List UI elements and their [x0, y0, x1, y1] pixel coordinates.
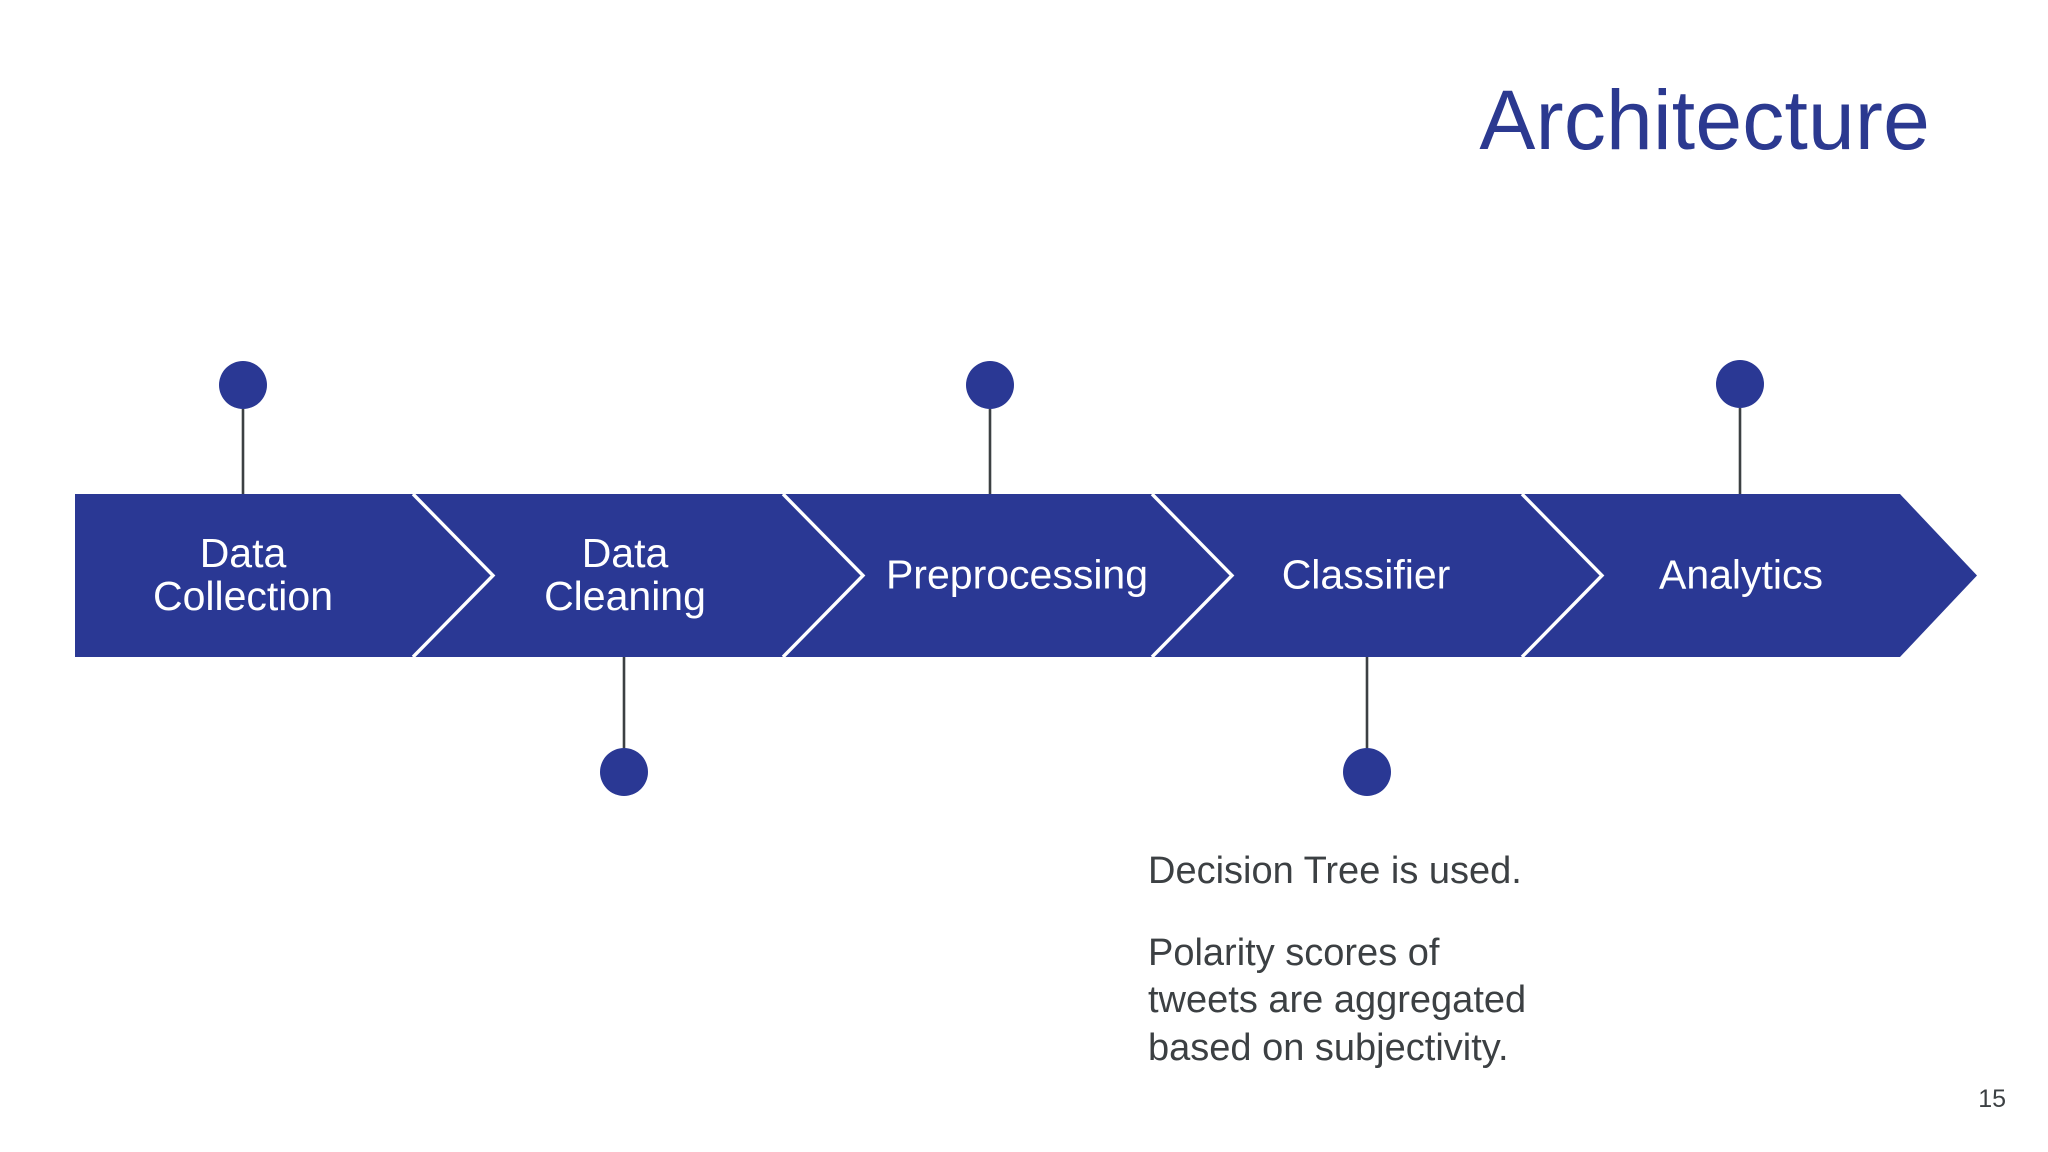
stage-marker-analytics[interactable]	[1716, 360, 1764, 408]
chevron-separator-1	[411, 492, 496, 659]
pipeline-banner	[75, 494, 1977, 657]
page-title: Architecture	[1479, 73, 1930, 167]
stage-marker-preprocessing[interactable]	[966, 361, 1014, 409]
marker-connector-lines	[241, 408, 1742, 748]
note-paragraph-2: Polarity scores of tweets are aggregated…	[1148, 931, 1527, 1069]
stage-marker-classifier[interactable]	[1343, 748, 1391, 796]
chevron-separator-2	[781, 492, 866, 659]
stage-marker-data-cleaning[interactable]	[600, 748, 648, 796]
stage-marker-data-collection[interactable]	[219, 361, 267, 409]
chevron-separator-3	[1150, 492, 1235, 659]
pipeline-banner-shape	[75, 494, 1977, 657]
pipeline-stage-markers	[219, 360, 1764, 796]
page-number: 15	[1978, 1085, 2006, 1113]
chevron-separator-4	[1520, 492, 1605, 659]
pipeline-chevron-separators	[411, 492, 1605, 659]
notes-block: Decision Tree is used. Polarity scores of…	[1148, 848, 1668, 1072]
note-paragraph-1: Decision Tree is used.	[1148, 850, 1522, 892]
